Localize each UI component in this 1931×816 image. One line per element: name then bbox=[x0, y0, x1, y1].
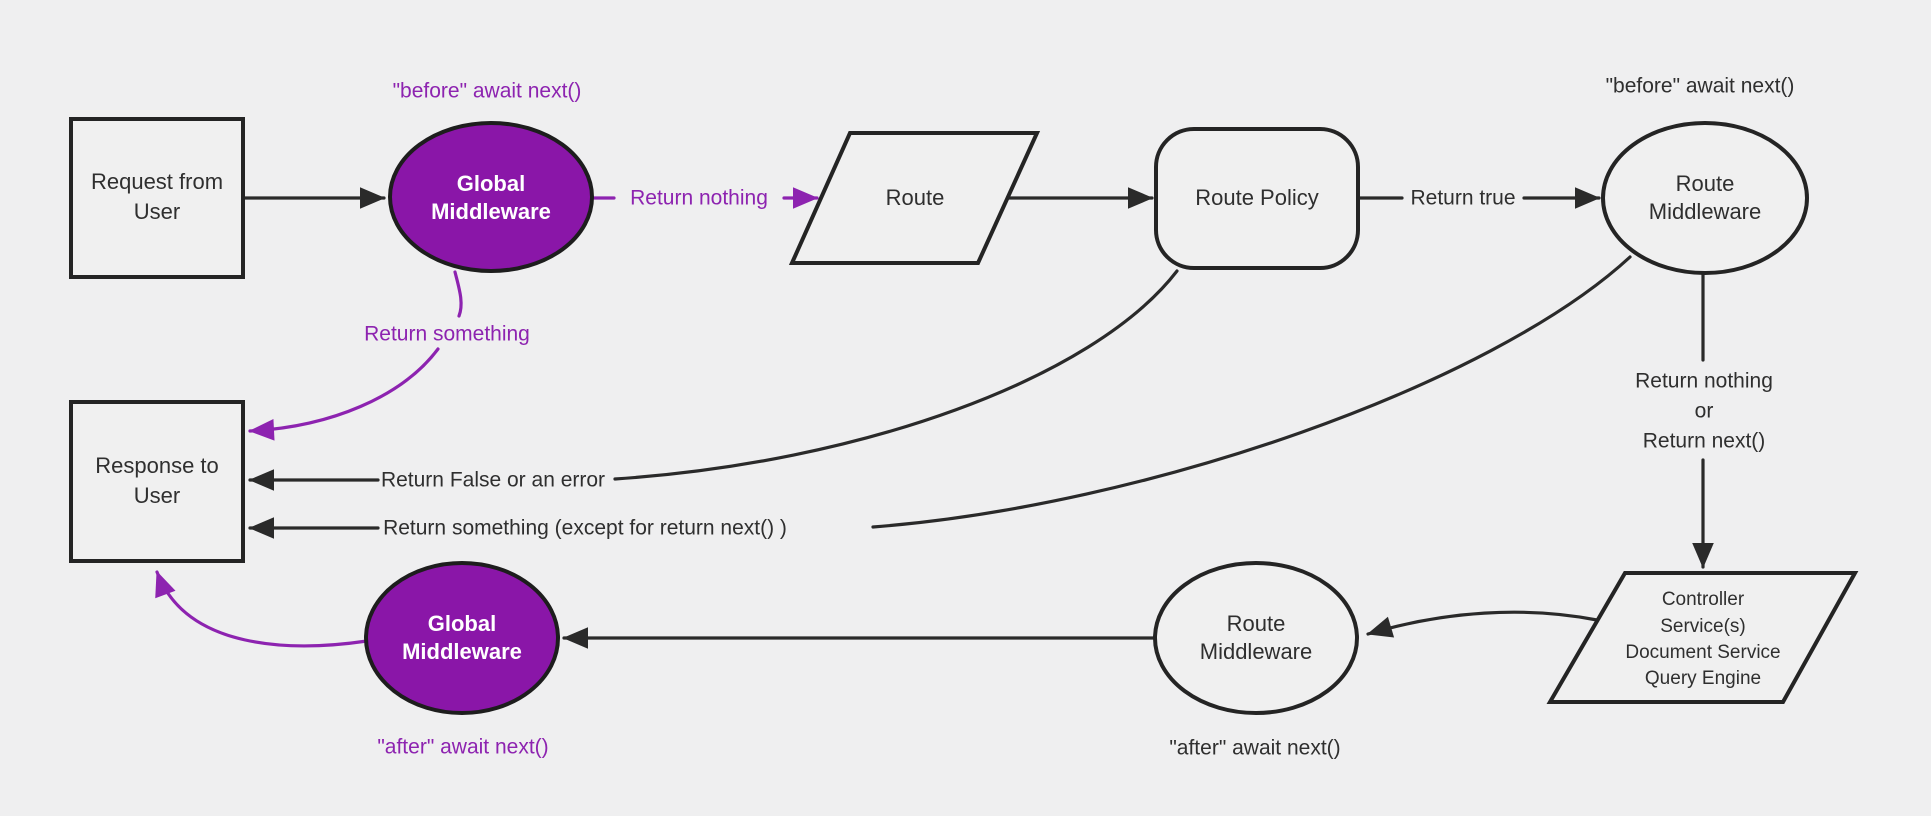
node-global-middleware-top: Global Middleware bbox=[388, 121, 594, 273]
global-middleware-top-label-line1: Global bbox=[457, 171, 525, 196]
node-route-middleware-bottom: Route Middleware bbox=[1153, 561, 1359, 715]
label-return-nothing-or-line1: Return nothing bbox=[1635, 370, 1773, 393]
label-after-await-next-global: "after" await next() bbox=[377, 736, 548, 759]
node-route-middleware-top: Route Middleware bbox=[1601, 121, 1809, 275]
label-before-await-next-route: "before" await next() bbox=[1606, 75, 1795, 98]
edge-return-something-except-curve bbox=[871, 255, 1632, 529]
global-middleware-top-ellipse bbox=[388, 121, 594, 273]
label-return-something-except: Return something (except for return next… bbox=[383, 517, 787, 540]
controller-label-line4: Query Engine bbox=[1645, 668, 1761, 689]
node-global-middleware-bottom: Global Middleware bbox=[364, 561, 560, 715]
controller-services-parallelogram bbox=[1546, 571, 1859, 704]
route-policy-label: Route Policy bbox=[1195, 185, 1319, 210]
label-return-true: Return true bbox=[1410, 187, 1515, 210]
response-to-user-label-line1: Response to bbox=[95, 453, 219, 478]
label-before-await-next-global: "before" await next() bbox=[393, 80, 582, 103]
route-middleware-top-label-line2: Middleware bbox=[1649, 199, 1762, 224]
request-from-user-box bbox=[69, 117, 245, 279]
route-middleware-bottom-label-line1: Route bbox=[1227, 611, 1286, 636]
route-middleware-bottom-label-line2: Middleware bbox=[1200, 639, 1313, 664]
controller-label-line1: Controller bbox=[1662, 589, 1745, 610]
route-policy-box bbox=[1154, 127, 1360, 270]
global-middleware-top-label-line2: Middleware bbox=[431, 199, 551, 224]
edge-return-false-curve bbox=[613, 269, 1179, 481]
route-middleware-bottom-ellipse bbox=[1153, 561, 1359, 715]
node-route-policy: Route Policy bbox=[1154, 127, 1360, 270]
node-response-to-user: Response to User bbox=[69, 400, 245, 563]
label-return-nothing: Return nothing bbox=[630, 187, 768, 210]
global-middleware-bottom-ellipse bbox=[364, 561, 560, 715]
edge-return-something-lower-segment bbox=[248, 347, 440, 441]
global-middleware-bottom-label-line2: Middleware bbox=[402, 639, 522, 664]
node-controller-services: Controller Service(s) Document Service Q… bbox=[1546, 571, 1859, 704]
global-middleware-bottom-label-line1: Global bbox=[428, 611, 496, 636]
response-to-user-label-line2: User bbox=[134, 483, 180, 508]
controller-label-line3: Document Service bbox=[1625, 642, 1780, 663]
request-from-user-label-line1: Request from bbox=[91, 169, 223, 194]
route-label: Route bbox=[886, 185, 945, 210]
route-middleware-top-ellipse bbox=[1601, 121, 1809, 275]
node-route: Route bbox=[788, 131, 1041, 265]
edge-controller-to-route-middleware-bottom bbox=[1366, 610, 1599, 638]
label-return-nothing-or-line3: Return next() bbox=[1643, 430, 1766, 453]
label-after-await-next-route: "after" await next() bbox=[1169, 737, 1340, 760]
route-middleware-top-label-line1: Route bbox=[1676, 171, 1735, 196]
label-return-false-or-error: Return False or an error bbox=[381, 469, 605, 492]
label-return-something: Return something bbox=[364, 323, 530, 346]
edge-return-something-upper-segment bbox=[453, 270, 463, 318]
label-return-nothing-or-line2: or bbox=[1695, 400, 1714, 423]
response-to-user-box bbox=[69, 400, 245, 563]
edge-global-bottom-to-response bbox=[155, 570, 369, 648]
request-from-user-label-line2: User bbox=[134, 199, 180, 224]
controller-label-line2: Service(s) bbox=[1660, 616, 1746, 637]
node-request-from-user: Request from User bbox=[69, 117, 245, 279]
route-parallelogram bbox=[788, 131, 1041, 265]
